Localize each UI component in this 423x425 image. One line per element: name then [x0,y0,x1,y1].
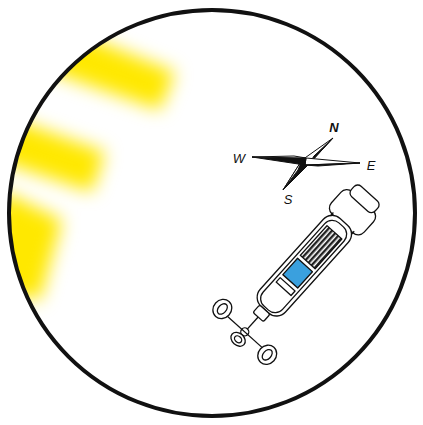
anemometer [204,166,400,371]
compass-letter: N [329,121,338,134]
compass-letter: E [367,159,376,172]
sun-rays [0,30,175,300]
compass-letter: W [233,152,245,165]
compass-letter: S [284,193,293,206]
frame-circle [9,10,415,416]
compass-rose [252,138,360,190]
